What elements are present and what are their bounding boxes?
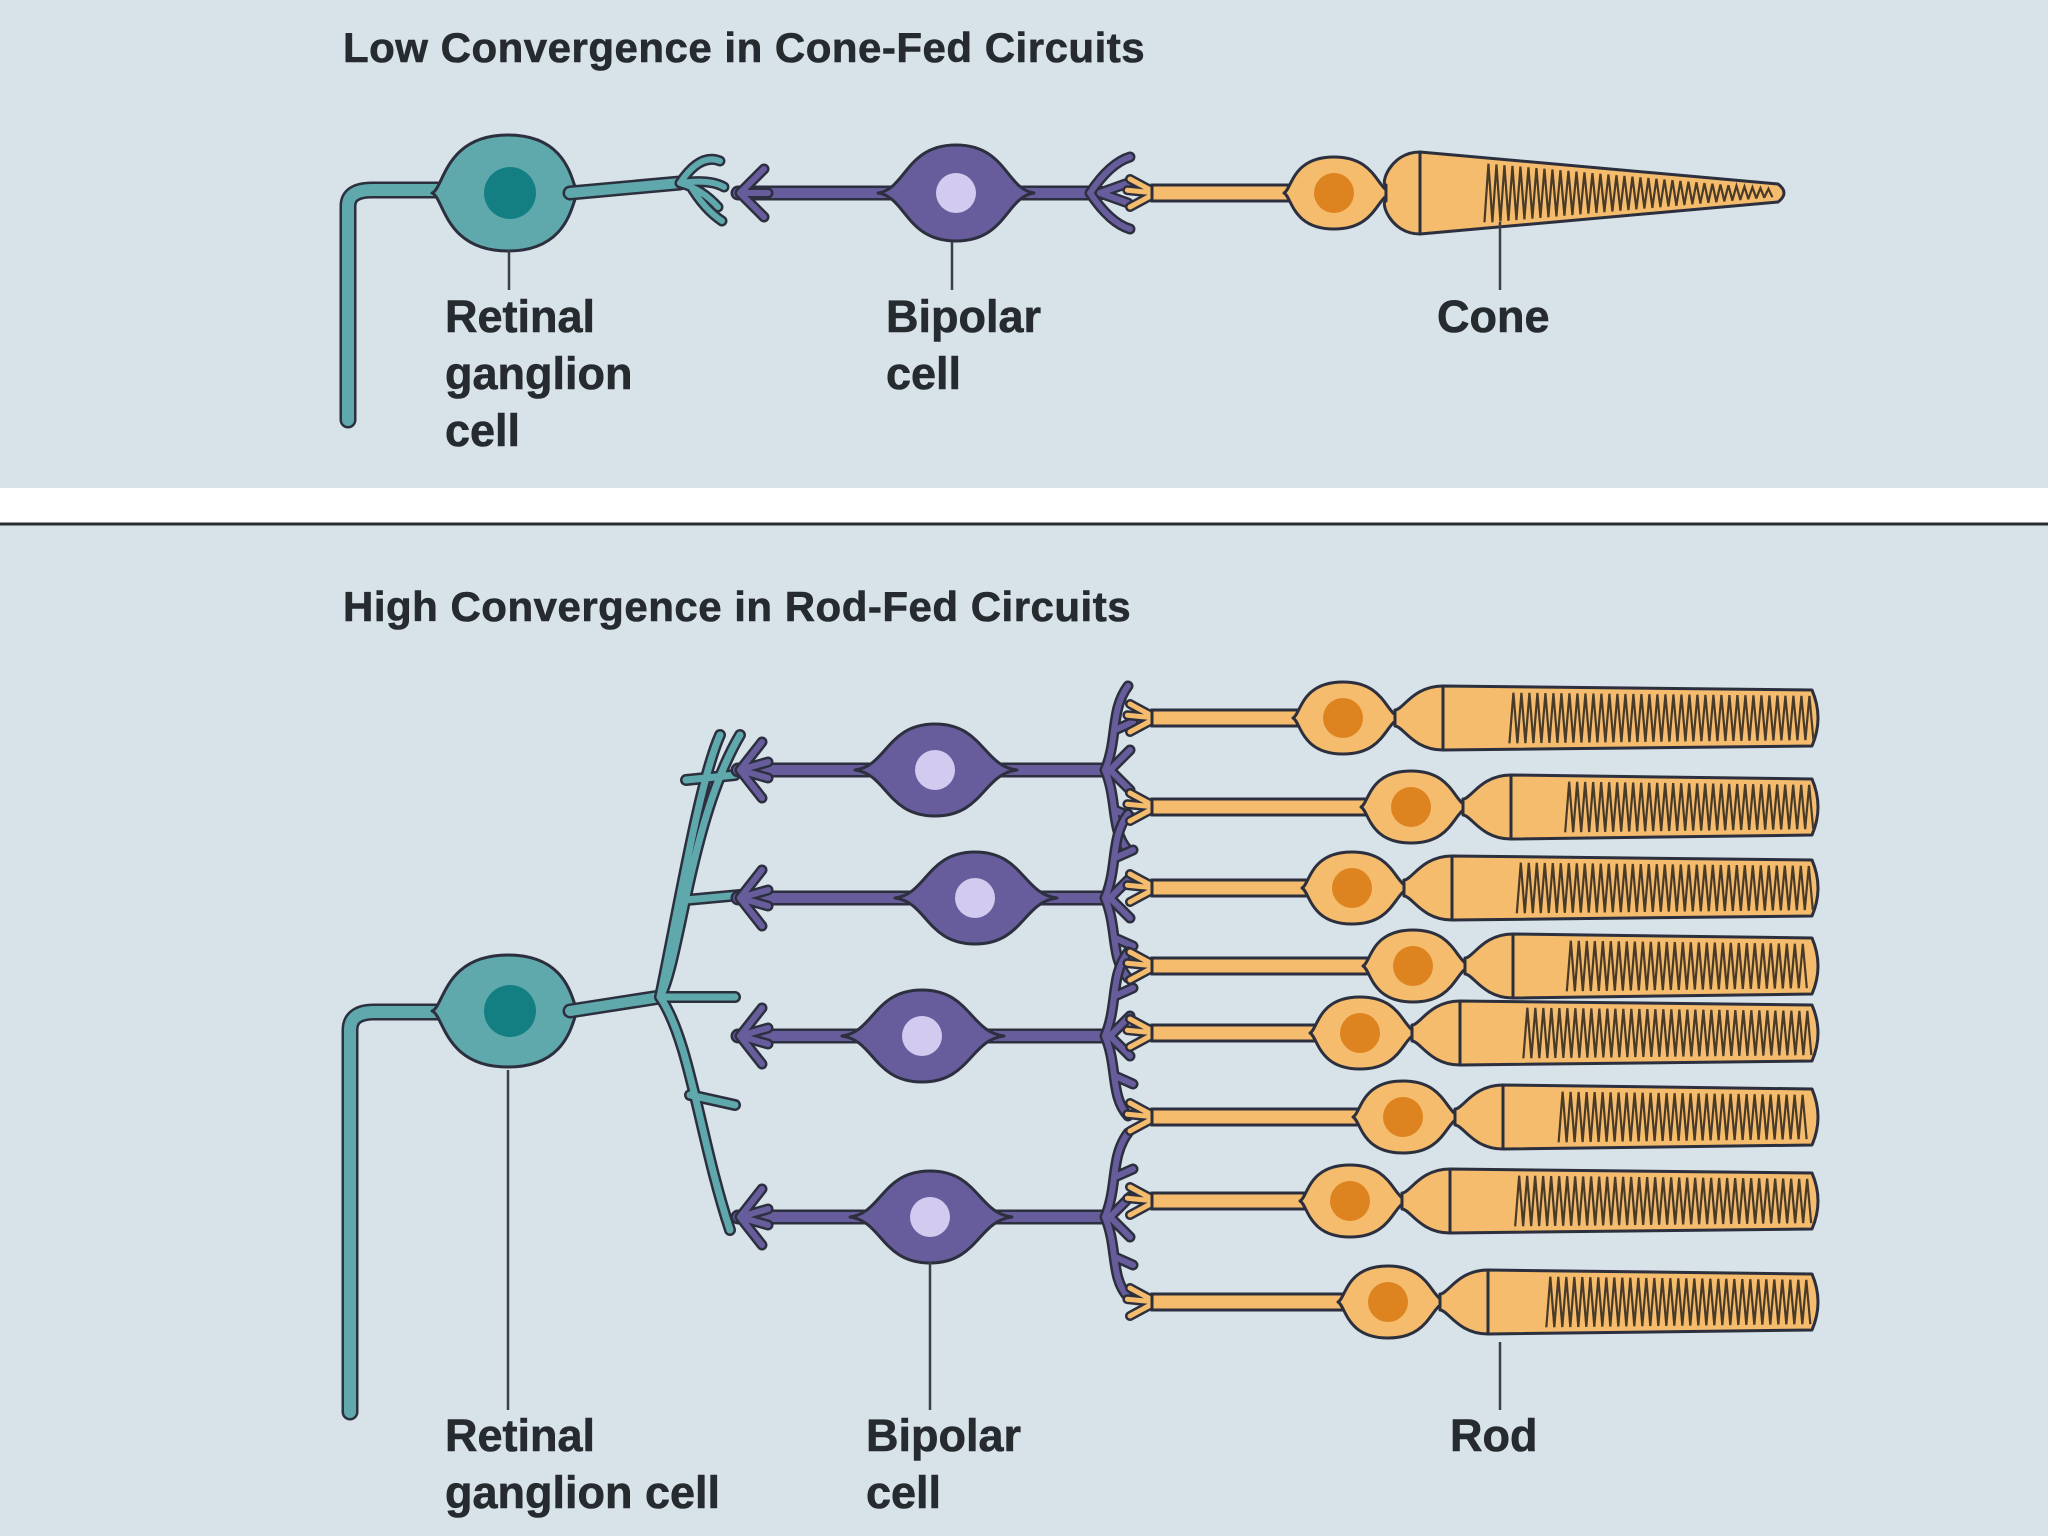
rod-photoreceptor-2-nucleus (1391, 787, 1431, 827)
rod-bipolar-label: Bipolar cell (866, 1407, 1021, 1521)
rod-bipolar-nucleus-2 (955, 878, 995, 918)
cone-panel-title: Low Convergence in Cone-Fed Circuits (343, 24, 1145, 72)
rod-photoreceptor-2-axon (1152, 799, 1391, 815)
rod-photoreceptor-1-nucleus (1323, 698, 1363, 738)
cone-label: Cone (1437, 288, 1550, 345)
rod-photoreceptor-4-axon (1152, 958, 1393, 974)
cone-panel-bg (0, 0, 2048, 488)
rod-photoreceptor-3-nucleus (1332, 868, 1372, 908)
rod-photoreceptor-6-nucleus (1383, 1097, 1423, 1137)
panel-gap (0, 488, 2048, 524)
cone-ganglion-nucleus (484, 167, 536, 219)
rod-label: Rod (1450, 1407, 1537, 1464)
rod-bipolar-nucleus-1 (915, 750, 955, 790)
rod-photoreceptor-5-nucleus (1340, 1013, 1380, 1053)
cone-photoreceptor-nucleus (1314, 173, 1354, 213)
rod-photoreceptor-8-axon (1152, 1294, 1368, 1310)
rod-photoreceptor-8-nucleus (1368, 1282, 1408, 1322)
rod-bipolar-nucleus-4 (910, 1197, 950, 1237)
cone-bipolar-label: Bipolar cell (886, 288, 1041, 402)
rod-photoreceptor-7-nucleus (1330, 1181, 1370, 1221)
cone-bipolar-nucleus (936, 173, 976, 213)
rod-ganglion-label: Retinal ganglion cell (445, 1407, 720, 1521)
rod-ganglion-nucleus (484, 985, 536, 1037)
rod-photoreceptor-4-nucleus (1393, 946, 1433, 986)
cone-ganglion-label: Retinal ganglion cell (445, 288, 632, 459)
rod-bipolar-nucleus-3 (902, 1016, 942, 1056)
rod-panel-title: High Convergence in Rod-Fed Circuits (343, 583, 1131, 631)
rod-photoreceptor-6-axon (1152, 1109, 1383, 1125)
